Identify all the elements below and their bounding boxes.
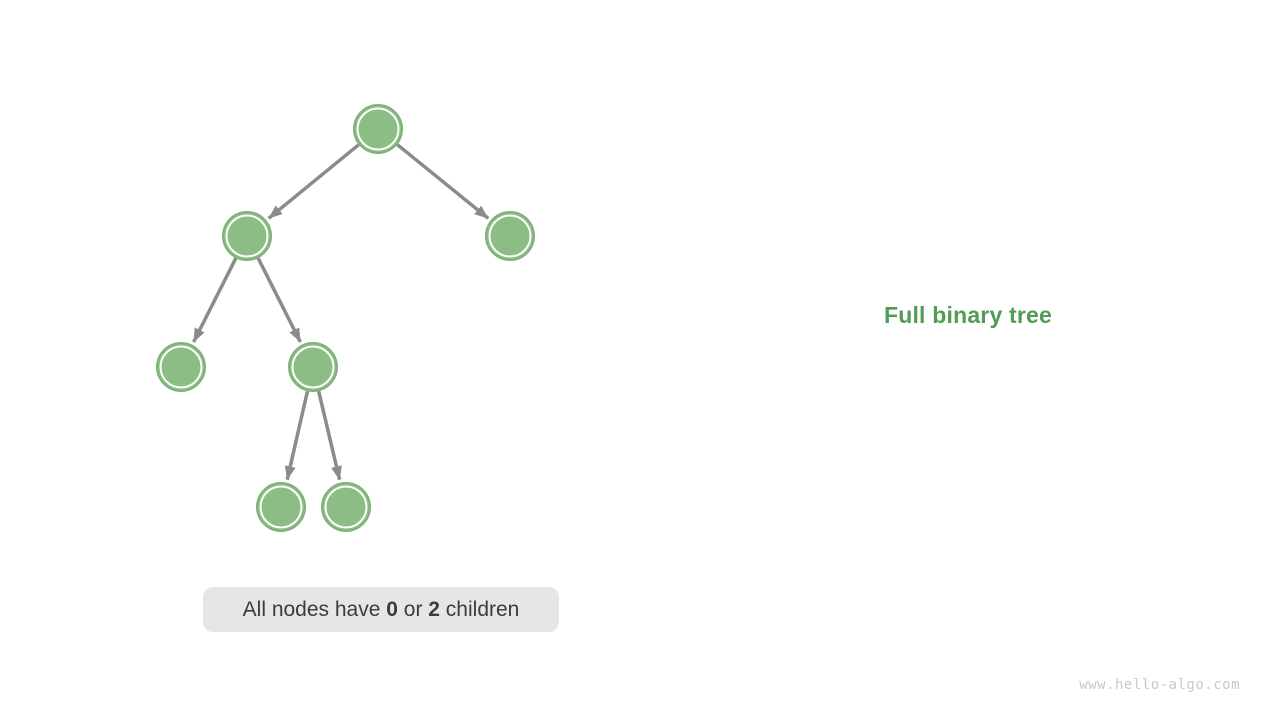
caption-pill: All nodes have 0 or 2 children bbox=[203, 587, 559, 632]
caption-text: All nodes have bbox=[242, 597, 387, 621]
tree-node-l bbox=[222, 211, 272, 261]
caption-text: children bbox=[439, 597, 520, 621]
tree-node-lr bbox=[288, 342, 338, 392]
tree-edge-root-l bbox=[267, 143, 360, 220]
tree-edge-l-lr bbox=[256, 257, 302, 343]
tree-node-lrl bbox=[256, 482, 306, 532]
tree-edge-l-ll bbox=[192, 257, 238, 343]
diagram-title: Full binary tree bbox=[883, 302, 1053, 328]
tree-edges bbox=[192, 143, 490, 481]
tree-edge-lr-lrl bbox=[284, 391, 310, 481]
caption-text: or bbox=[397, 597, 429, 621]
caption-text: 2 bbox=[428, 597, 440, 621]
tree-node-r bbox=[485, 211, 535, 261]
tree-node-lrr bbox=[321, 482, 371, 532]
tree-edge-root-r bbox=[396, 143, 490, 220]
tree-nodes bbox=[156, 104, 535, 532]
caption-text: 0 bbox=[386, 597, 398, 621]
tree-node-ll bbox=[156, 342, 206, 392]
tree-edge-lr-lrr bbox=[316, 390, 342, 481]
tree-node-root bbox=[353, 104, 403, 154]
watermark: www.hello-algo.com bbox=[1079, 677, 1240, 693]
